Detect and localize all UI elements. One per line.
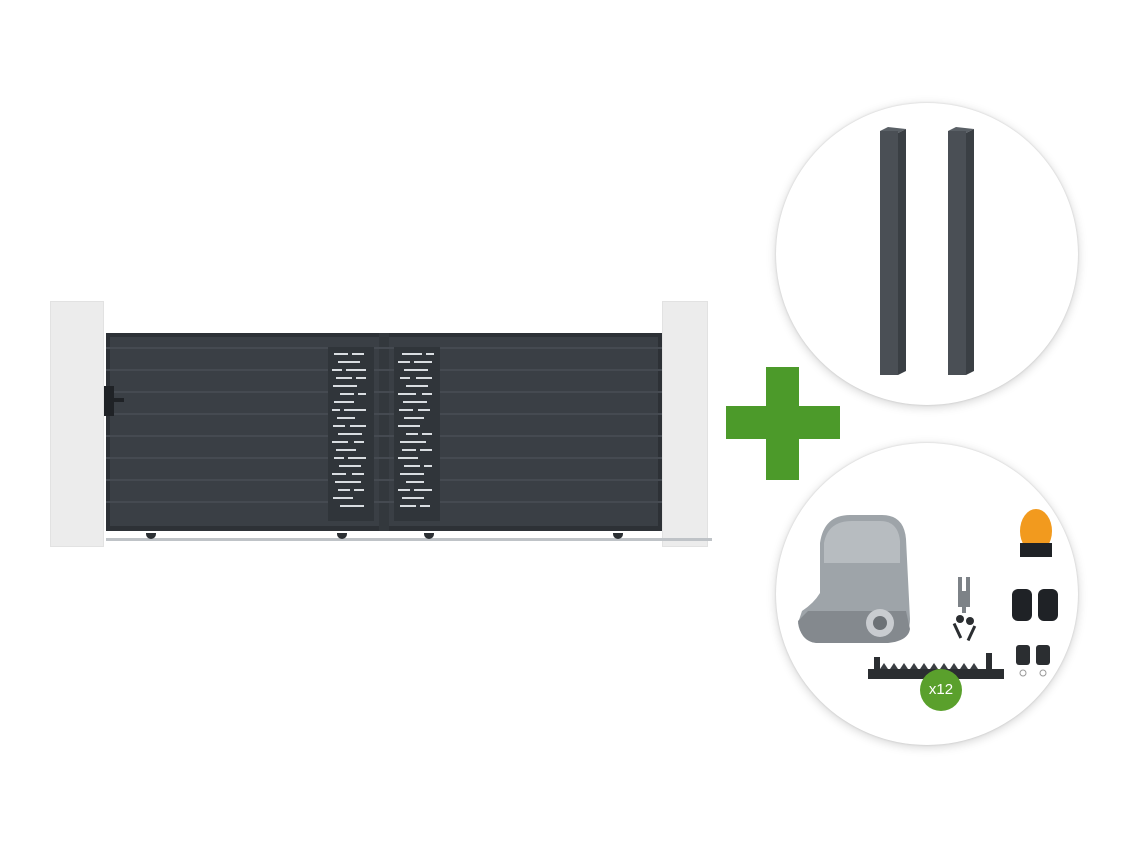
rack-quantity-badge: x12 (920, 669, 962, 711)
right-pillar (662, 301, 708, 547)
gate-slat (106, 347, 662, 349)
gate-slat (106, 479, 662, 481)
gate-center-post (379, 333, 389, 531)
gate-wheel (146, 533, 156, 539)
gate-slat (106, 391, 662, 393)
motor-kit-circle: x12 (776, 443, 1078, 745)
gate-wheel (613, 533, 623, 539)
gate-decor-panel-left (328, 347, 374, 521)
gate-slat (106, 457, 662, 459)
gate-handle (112, 398, 124, 402)
motor-kit-image (798, 509, 1058, 679)
gate-slat (106, 413, 662, 415)
left-pillar (50, 301, 104, 547)
gate-lock (104, 386, 114, 416)
gate-image (106, 333, 662, 531)
plus-icon-vertical (766, 367, 799, 480)
posts-image (880, 127, 974, 375)
gate-wheel (337, 533, 347, 539)
gate-ground-rail (106, 538, 712, 541)
gate-slat (106, 435, 662, 437)
gate-slat (106, 501, 662, 503)
gate-decor-panel-right (394, 347, 440, 521)
posts-circle (776, 103, 1078, 405)
gate-frame-right (658, 333, 662, 531)
gate-frame-left (106, 333, 110, 531)
gate-wheel (424, 533, 434, 539)
gate-slat (106, 369, 662, 371)
